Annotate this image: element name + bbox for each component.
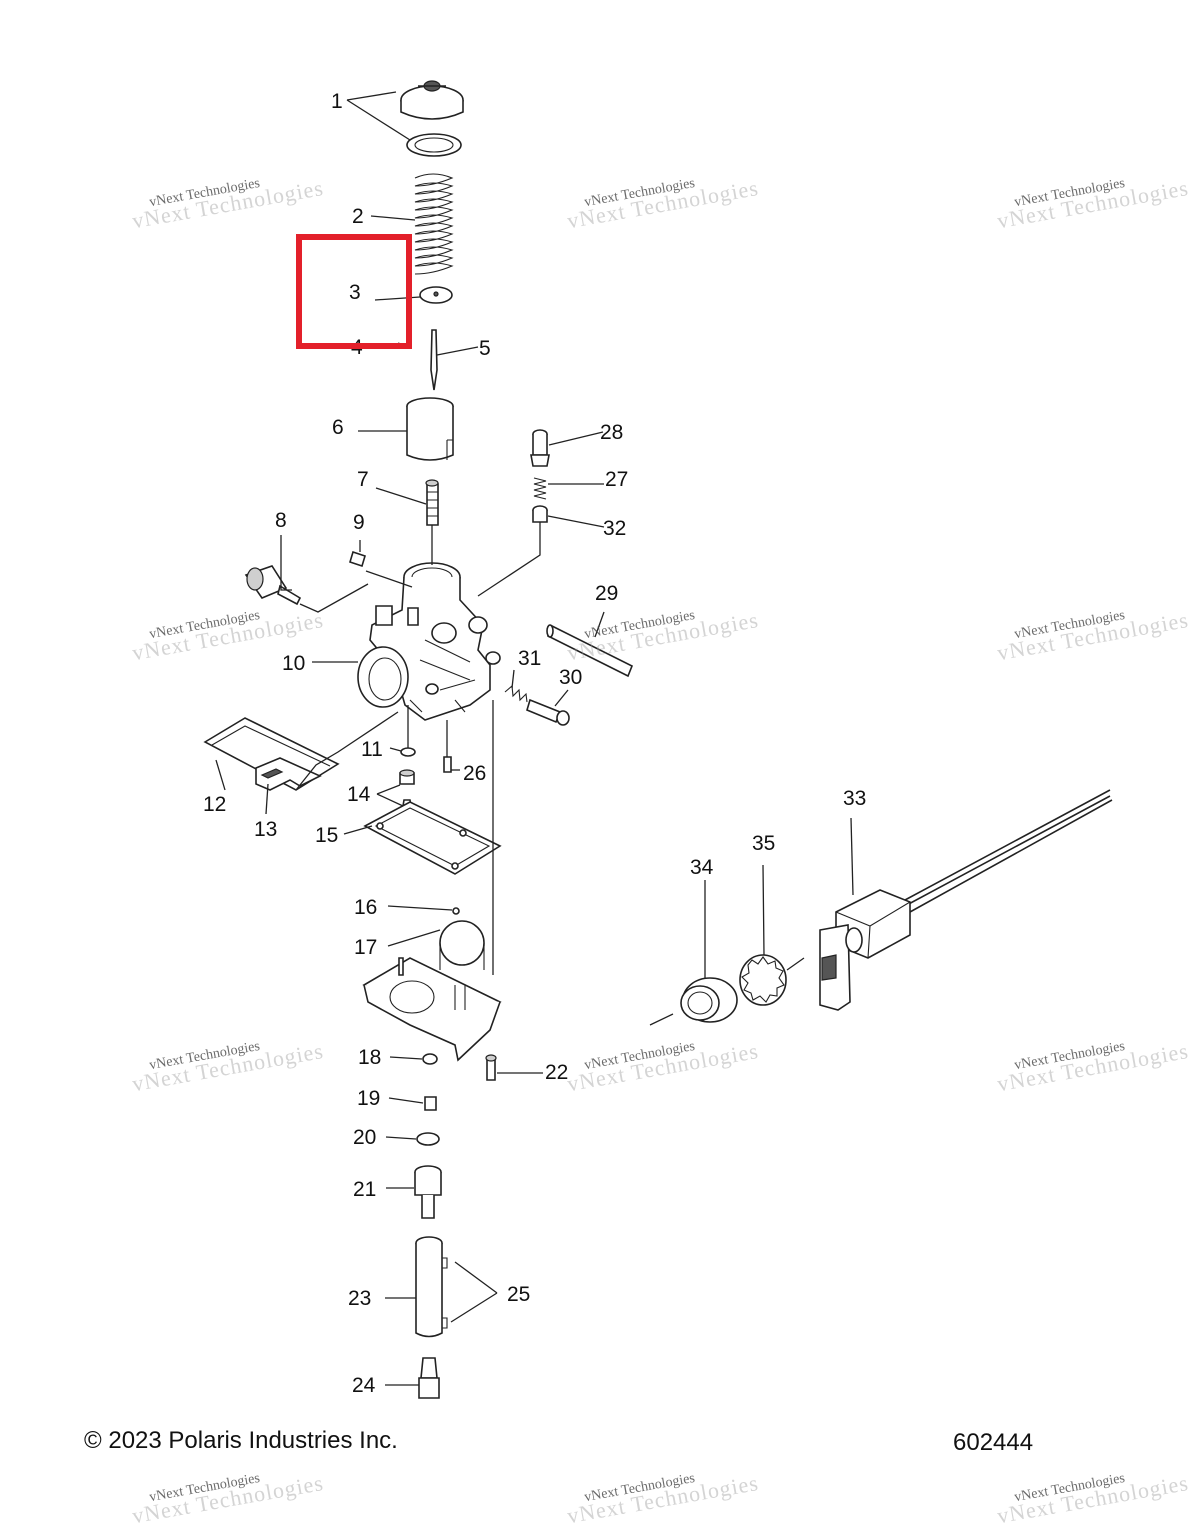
- callout-6: 6: [332, 416, 344, 439]
- part-9-pin: [349, 550, 366, 568]
- part-23-drain-hose: [415, 1236, 448, 1338]
- callout-29: 29: [595, 582, 618, 605]
- float-bowl: [362, 957, 502, 1062]
- part-22-screw: [485, 1054, 497, 1081]
- callout-1: 1: [331, 90, 343, 113]
- part-11-washer: [400, 747, 416, 757]
- callout-labels: 1 2 3 4 5 6 7 8 9 10 11 12 13 14 15 16 1…: [203, 90, 866, 1397]
- part-32-cap: [532, 505, 548, 523]
- part-13-bracket: [255, 757, 322, 791]
- callout-34: 34: [690, 856, 714, 879]
- callout-22: 22: [545, 1061, 568, 1084]
- callout-15: 15: [315, 824, 338, 847]
- part-17-float: [439, 920, 485, 970]
- callout-20: 20: [353, 1126, 376, 1149]
- part-33-cable-assembly: [819, 789, 1113, 1011]
- callout-24: 24: [352, 1374, 376, 1397]
- callout-11: 11: [361, 738, 383, 761]
- callout-13: 13: [254, 818, 277, 841]
- part-26-screw: [443, 756, 452, 773]
- part-35-lock-washer: [739, 954, 787, 1006]
- highlight-box: [296, 234, 412, 349]
- copyright-notice: © 2023 Polaris Industries Inc.: [84, 1427, 398, 1454]
- part-5-jet-needle: [430, 329, 438, 391]
- callout-9: 9: [353, 511, 365, 534]
- part-2-spring: [414, 173, 454, 275]
- part-30-screw: [526, 698, 570, 726]
- callout-16: 16: [354, 896, 377, 919]
- part-31-spring: [504, 684, 528, 703]
- part-19-main-jet: [424, 1096, 437, 1111]
- callout-8: 8: [275, 509, 287, 532]
- part-3-retainer-plate: [419, 286, 453, 304]
- part-34-nut: [680, 977, 738, 1023]
- callout-33: 33: [843, 787, 866, 810]
- part-18-washer: [422, 1053, 438, 1065]
- callout-10: 10: [282, 652, 305, 675]
- diagram-number: 602444: [953, 1429, 1034, 1456]
- callout-30: 30: [559, 666, 582, 689]
- callout-26: 26: [463, 762, 486, 785]
- callout-21: 21: [353, 1178, 376, 1201]
- part-20-o-ring: [416, 1132, 440, 1146]
- callout-25: 25: [507, 1283, 530, 1306]
- callout-35: 35: [752, 832, 775, 855]
- part-24-hose-fitting: [418, 1357, 440, 1399]
- part-15-bowl-gasket: [363, 801, 502, 875]
- callout-3: 3: [349, 281, 361, 304]
- callout-17: 17: [354, 936, 377, 959]
- callout-19: 19: [357, 1087, 380, 1110]
- part-7-idle-screw: [425, 479, 439, 526]
- callout-32: 32: [603, 517, 626, 540]
- callout-28: 28: [600, 421, 623, 444]
- callout-12: 12: [203, 793, 226, 816]
- callout-2: 2: [352, 205, 364, 228]
- leader-lines: [215, 91, 854, 1386]
- callout-23: 23: [348, 1287, 371, 1310]
- part-29-tube: [546, 624, 634, 678]
- part-16-float-pin: [452, 907, 460, 915]
- callout-18: 18: [358, 1046, 381, 1069]
- callout-14: 14: [347, 783, 371, 806]
- part-10-carburetor-body: [357, 562, 501, 721]
- callout-5: 5: [479, 337, 491, 360]
- part-1-top-cap: [400, 80, 464, 157]
- part-6-throttle-slide: [406, 397, 454, 461]
- callout-7: 7: [357, 468, 369, 491]
- part-28-fitting: [530, 429, 550, 467]
- callout-27: 27: [605, 468, 628, 491]
- callout-31: 31: [518, 647, 541, 670]
- part-8-choke-plunger: [244, 565, 302, 606]
- part-27-spring: [533, 477, 547, 500]
- part-21-drain-fitting: [414, 1165, 442, 1219]
